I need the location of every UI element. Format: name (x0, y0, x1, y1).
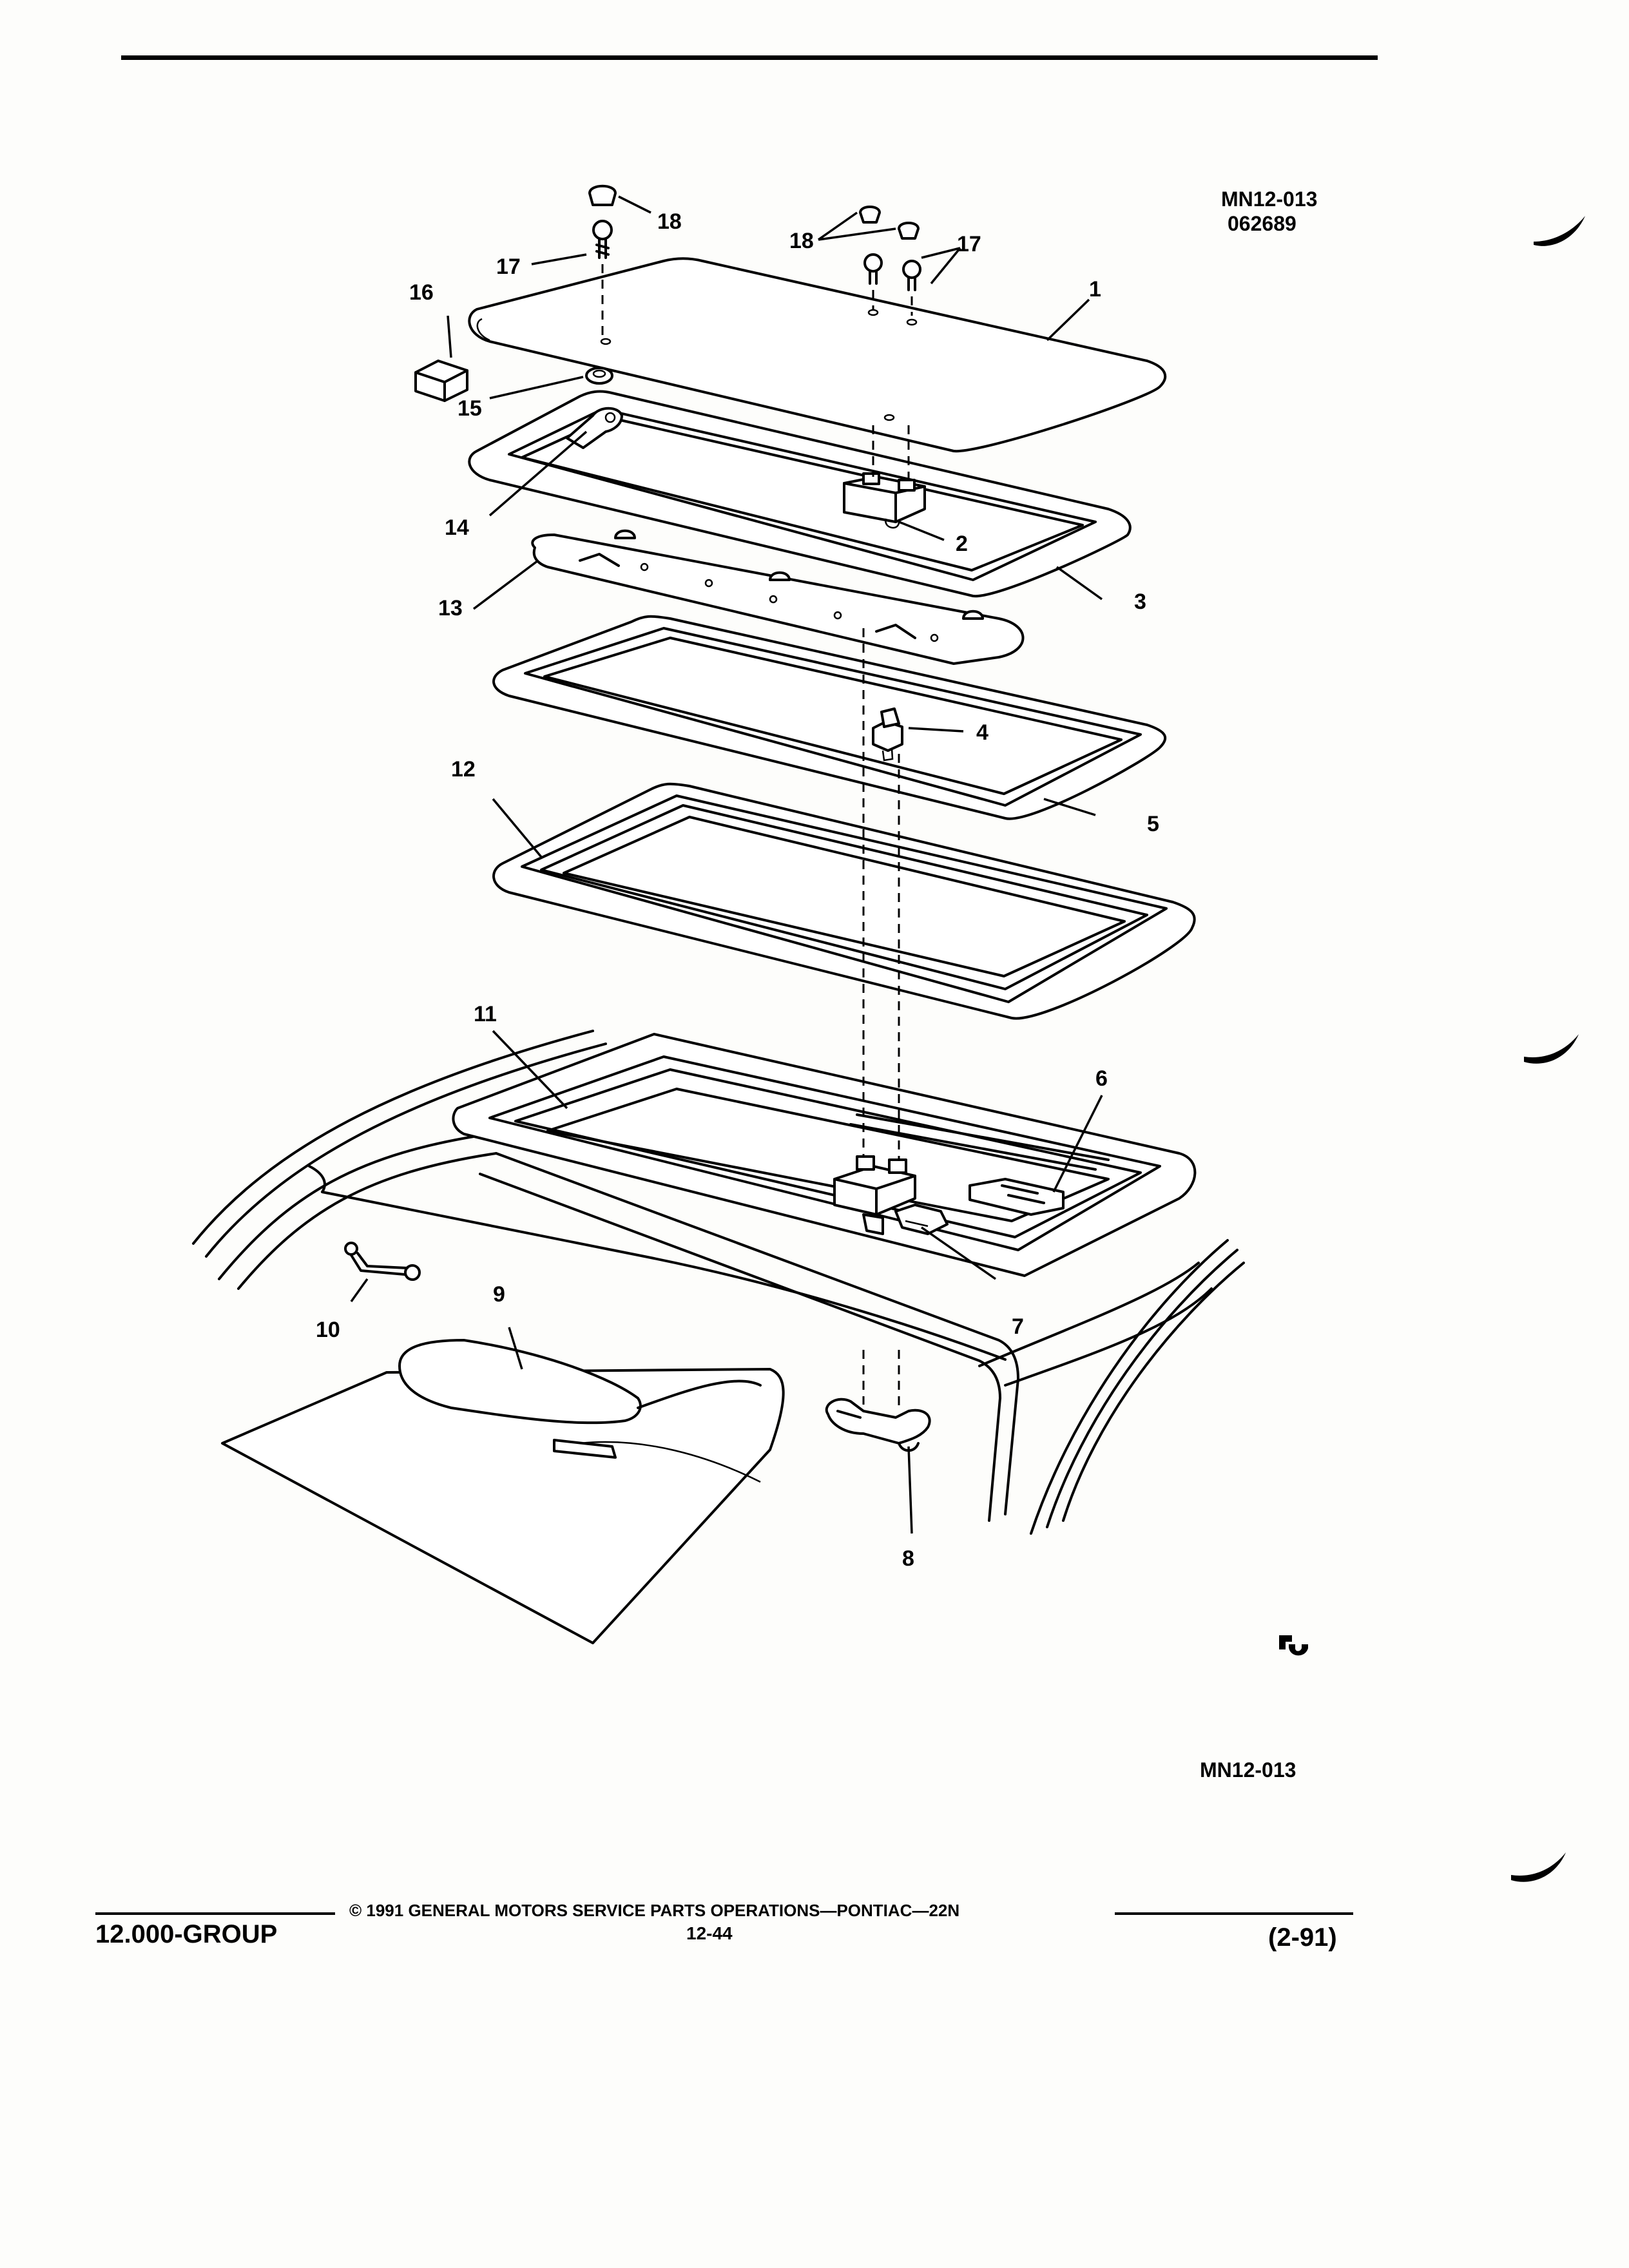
part-16-bumper (414, 360, 468, 402)
part-17-screws (592, 220, 921, 291)
callout-4: 4 (976, 720, 988, 745)
callout-11: 11 (474, 1002, 497, 1026)
part-4-latch-pin (872, 707, 903, 762)
part-15-washer (585, 367, 613, 385)
part-12-lower-frame (492, 782, 1196, 1020)
callout-15: 15 (458, 396, 482, 421)
part-8-hinge-cover (825, 1398, 931, 1452)
date-code: 062689 (1228, 212, 1296, 235)
part-10-clip (344, 1242, 421, 1281)
part-1-glass-panel (468, 257, 1167, 453)
callout-2: 2 (956, 532, 968, 556)
part-7-latch (833, 1155, 949, 1235)
callout-14: 14 (445, 515, 469, 540)
part-13-trim-bar (531, 529, 1025, 665)
part-18-caps (588, 184, 920, 240)
callout-12: 12 (451, 757, 476, 782)
callout-18-right: 18 (789, 229, 814, 253)
callout-17-left: 17 (496, 255, 521, 279)
footer-revision: (2-91) (1268, 1923, 1337, 1952)
binder-marks (1511, 216, 1585, 1882)
alignment-lines (601, 264, 913, 1411)
footer-group: 12.000-GROUP (95, 1920, 278, 1948)
callout-1: 1 (1089, 277, 1101, 302)
footer-page-number: 12-44 (686, 1923, 733, 1943)
callout-16: 16 (409, 280, 434, 305)
callout-13: 13 (438, 596, 463, 620)
bottom-figure-id: MN12-013 (1200, 1758, 1296, 1782)
callout-10: 10 (316, 1318, 340, 1342)
callout-8: 8 (902, 1546, 914, 1571)
part-5-seal (492, 615, 1167, 820)
callout-numbers: 1 2 3 4 5 6 7 8 9 10 11 12 13 14 15 16 1… (316, 209, 1159, 1571)
part-2-hinge (843, 472, 926, 529)
footer-copyright: © 1991 GENERAL MOTORS SERVICE PARTS OPER… (349, 1901, 960, 1920)
callout-17-right: 17 (957, 232, 981, 256)
part-6-shim (969, 1178, 1065, 1216)
roof-body (192, 1030, 1245, 1535)
callout-9: 9 (493, 1282, 505, 1307)
callout-7: 7 (1012, 1314, 1024, 1339)
callout-3: 3 (1134, 590, 1146, 614)
part-9-storage-bag (221, 1339, 785, 1644)
callout-18-left: 18 (657, 209, 682, 234)
footer-rule-left (95, 1912, 335, 1915)
gm-symbol-icon (1279, 1635, 1308, 1656)
figure-id: MN12-013 (1221, 187, 1318, 211)
top-rule (121, 55, 1378, 60)
footer-rule-right (1115, 1912, 1353, 1915)
callout-5: 5 (1147, 812, 1159, 836)
leader-lines (350, 195, 1103, 1534)
callout-6: 6 (1095, 1066, 1108, 1091)
